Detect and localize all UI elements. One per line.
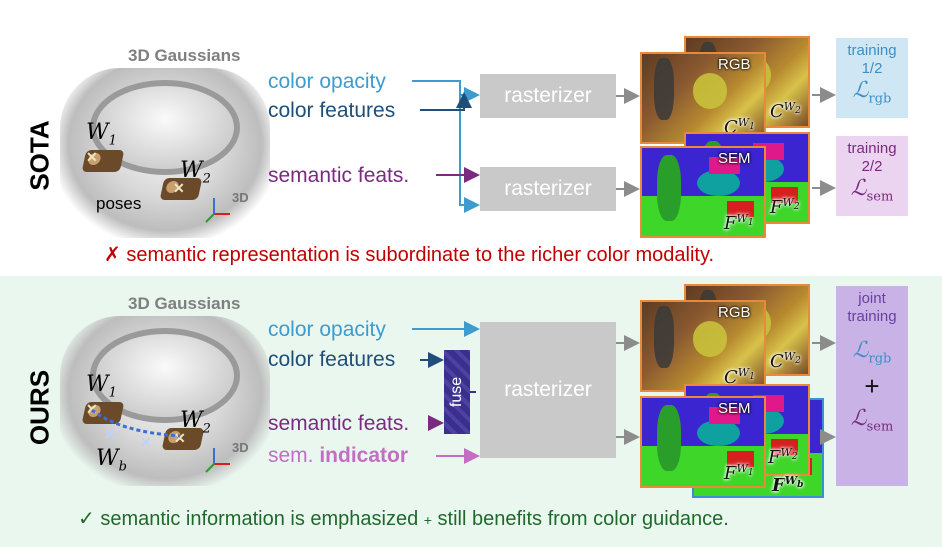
ours-sem-image-front — [640, 396, 766, 488]
ours-attr-sem-indicator: sem. indicator — [268, 444, 409, 467]
sota-rgb-image-front — [640, 52, 766, 144]
ours-rasterizer: rasterizer — [480, 322, 616, 458]
ours-loss-rgb: ℒrgb — [852, 338, 892, 367]
ours-camera-w2-marker-icon: ✕ — [174, 430, 186, 446]
sota-attr-semantic-feats: semantic feats. — [268, 164, 410, 187]
sota-camera-w2-marker-icon: ✕ — [173, 180, 185, 196]
sota-arrow-opacity-top — [412, 80, 480, 103]
ours-side-label: OURS — [24, 369, 55, 446]
ours-camera-wb-marker-icon-2: ✕ — [140, 434, 152, 450]
sota-loss-rgb: ℒrgb — [852, 78, 892, 107]
sota-loss-sem: ℒsem — [850, 176, 894, 205]
sota-gaussians-title: 3D Gaussians — [128, 46, 241, 65]
sota-side-label: SOTA — [24, 120, 55, 191]
sota-axis-3d-label: 3D — [232, 190, 249, 205]
ours-loss-plus: + — [864, 371, 880, 402]
sota-arrow-opacity-bottom — [459, 95, 480, 213]
ours-joint-training-box: joint training ℒrgb + ℒsem — [836, 286, 908, 486]
sota-loss-sem-step: 2/2 — [861, 158, 883, 175]
sota-sem-image-front — [640, 146, 766, 238]
ours-wb-label: Wb — [96, 446, 127, 475]
sota-loss-sem-training-label: training — [847, 140, 897, 157]
sota-attr-color-features: color features — [268, 99, 396, 122]
ours-fuse-block: fuse — [444, 350, 470, 434]
ours-sem-tag: SEM — [718, 400, 751, 417]
ours-w2-label: W2 — [180, 408, 211, 437]
ours-sem-f-w1: FW1 — [724, 462, 754, 484]
ours-gaussians-title: 3D Gaussians — [128, 294, 241, 313]
ours-rgb-tag: RGB — [718, 304, 751, 321]
sota-sem-f-w2: FW2 — [770, 196, 800, 218]
ours-sem-f-wb: FWb — [772, 474, 804, 496]
ours-camera-wb-marker-icon: ✕ — [104, 426, 116, 442]
sota-w2-label: W2 — [180, 158, 211, 187]
sota-loss-rgb-box: training 1/2 ℒrgb — [836, 38, 908, 118]
sota-loss-rgb-training-label: training — [847, 42, 897, 59]
ours-caption: ✓ semantic information is emphasized + s… — [78, 508, 729, 530]
ours-rgb-c-w2: CW2 — [770, 350, 801, 372]
sota-poses-label: poses — [96, 194, 142, 213]
sota-arrow-features — [420, 92, 472, 111]
sota-attr-color-opacity: color opacity — [268, 70, 386, 93]
sota-rgb-tag: RGB — [718, 56, 751, 73]
sota-sem-f-w1: FW1 — [724, 212, 754, 234]
sota-rgb-c-w2: CW2 — [770, 100, 801, 122]
ours-training-label: training — [847, 308, 897, 325]
sota-w1-label: W1 — [86, 120, 117, 149]
sota-rasterizer-top: rasterizer — [480, 74, 616, 118]
sota-loss-sem-box: training 2/2 ℒsem — [836, 136, 908, 216]
ours-rgb-image-front — [640, 300, 766, 392]
ours-attr-semantic-feats: semantic feats. — [268, 412, 410, 435]
sota-sem-tag: SEM — [718, 150, 751, 167]
ours-loss-sem: ℒsem — [850, 406, 894, 435]
sota-caption: ✗ semantic representation is subordinate… — [104, 244, 715, 266]
ours-camera-w1-marker-icon: ✕ — [86, 401, 98, 417]
ours-axis-3d-label: 3D — [232, 440, 249, 455]
ours-joint-label: joint — [858, 290, 886, 307]
sota-rasterizer-bottom: rasterizer — [480, 167, 616, 211]
ours-attr-color-opacity: color opacity — [268, 318, 386, 341]
ours-attr-color-features: color features — [268, 348, 396, 371]
sota-scene-image — [60, 68, 270, 238]
ours-w1-label: W1 — [86, 372, 117, 401]
ours-sem-f-w2: FW2 — [768, 446, 798, 468]
ours-rgb-c-w1: CW1 — [724, 366, 755, 388]
sota-camera-w1-marker-icon: ✕ — [86, 149, 98, 165]
sota-loss-rgb-step: 1/2 — [861, 60, 883, 77]
